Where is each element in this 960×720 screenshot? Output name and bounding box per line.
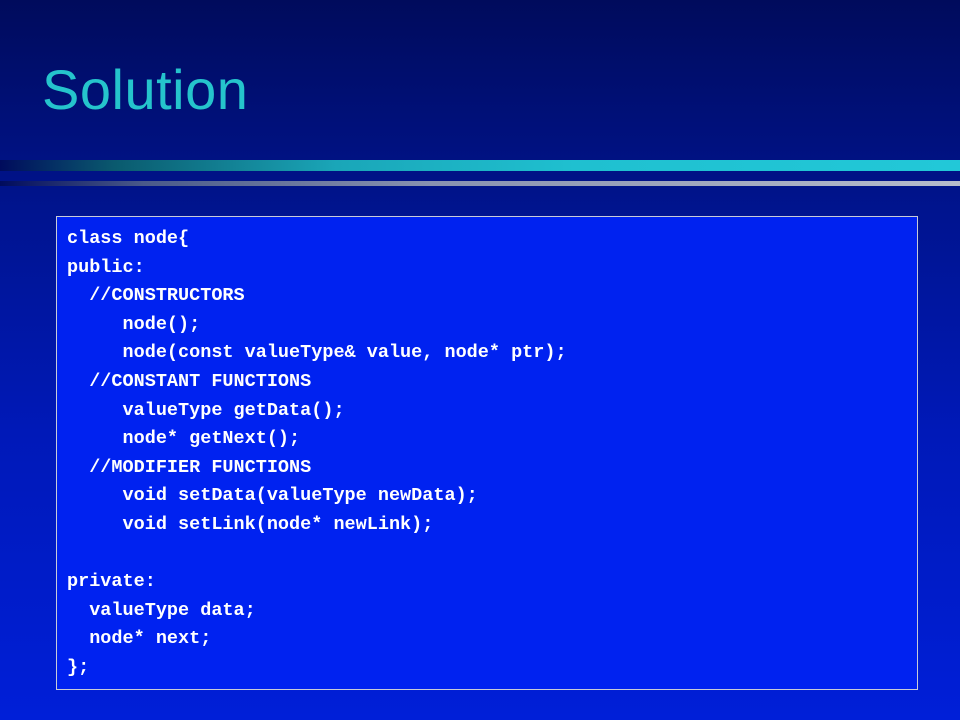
code-line: node(); [67, 313, 201, 335]
title-underline-thin-bar [0, 181, 960, 186]
code-block: class node{ public: //CONSTRUCTORS node()… [56, 216, 918, 690]
code-line: valueType getData(); [67, 399, 345, 421]
code-line: public: [67, 256, 145, 278]
code-line: private: [67, 571, 156, 593]
code-line: valueType data; [67, 599, 256, 621]
code-line: node(const valueType& value, node* ptr); [67, 342, 567, 364]
code-line: node* next; [67, 628, 212, 650]
slide-title: Solution [42, 58, 249, 121]
code-line: //CONSTRUCTORS [67, 285, 245, 307]
code-line: //MODIFIER FUNCTIONS [67, 456, 312, 478]
code-line: node* getNext(); [67, 428, 301, 450]
code-line: void setData(valueType newData); [67, 485, 478, 507]
code-line: }; [67, 656, 90, 678]
code-line: void setLink(node* newLink); [67, 513, 434, 535]
code-line: class node{ [67, 228, 190, 249]
title-underline-bar [0, 160, 960, 171]
code-listing: class node{ public: //CONSTRUCTORS node()… [57, 217, 917, 683]
code-line: //CONSTANT FUNCTIONS [67, 370, 312, 392]
code-line-blank [67, 540, 907, 569]
